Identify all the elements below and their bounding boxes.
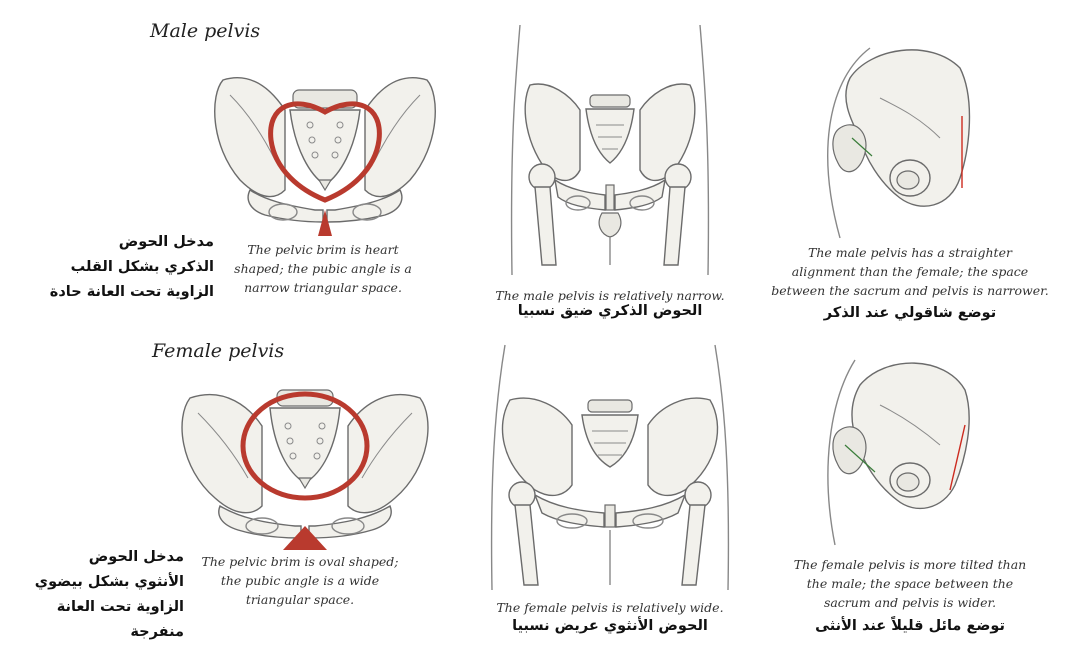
female-side-arabic: توضع مائل قليلاً عند الأنثى [800,618,1020,634]
caption-line: the male; the space between the [775,574,1045,593]
male-arabic-side-note: مدخل الحوض الذكري بشكل القلب الزاوية تحت… [50,230,214,305]
male-body-arabic: الحوض الذكري ضيق نسبيا [500,303,720,319]
caption-line: sacrum and pelvis is wider. [775,593,1045,612]
male-side-caption: The male pelvis has a straighter alignme… [760,243,1060,300]
caption-line: triangular space. [180,590,420,609]
female-side-caption: The female pelvis is more tilted than th… [775,555,1045,612]
arabic-line: الزاوية تحت العانة حادة [50,280,214,305]
caption-line: The pelvic brim is oval shaped; [180,552,420,571]
male-pelvis-brim-illustration [205,50,445,240]
male-pelvis-heading: Male pelvis [150,20,260,42]
male-brim-caption: The pelvic brim is heart shaped; the pub… [228,240,418,297]
arabic-line: منفرجة [35,620,184,645]
caption-line: the pubic angle is a wide [180,571,420,590]
male-pelvis-side-illustration [810,38,1000,248]
caption-line: shaped; the pubic angle is a [228,259,418,278]
female-pelvis-body-illustration [480,345,740,595]
male-pelvis-body-illustration [490,25,730,285]
arabic-line: الذكري بشكل القلب [50,255,214,280]
caption-line: alignment than the female; the space [760,262,1060,281]
caption-line: The female pelvis is relatively wide. [460,598,760,617]
female-pelvis-side-illustration [815,350,1005,550]
female-body-arabic: الحوض الأنثوي عريض نسبيا [490,618,730,634]
arabic-line: مدخل الحوض [50,230,214,255]
female-pelvis-brim-illustration [180,368,430,553]
female-pelvis-heading: Female pelvis [152,340,284,362]
female-arabic-side-note: مدخل الحوض الأنثوي بشكل بيضوي الزاوية تح… [35,545,184,645]
caption-line: between the sacrum and pelvis is narrowe… [760,281,1060,300]
arabic-line: الأنثوي بشكل بيضوي [35,570,184,595]
arabic-line: الزاوية تحت العانة [35,595,184,620]
caption-line: The female pelvis is more tilted than [775,555,1045,574]
female-brim-caption: The pelvic brim is oval shaped; the pubi… [180,552,420,609]
arabic-line: مدخل الحوض [35,545,184,570]
male-side-arabic: توضع شاقولي عند الذكر [810,305,1010,321]
female-body-caption: The female pelvis is relatively wide. [460,598,760,617]
caption-line: The pelvic brim is heart [228,240,418,259]
caption-line: The male pelvis has a straighter [760,243,1060,262]
caption-line: narrow triangular space. [228,278,418,297]
